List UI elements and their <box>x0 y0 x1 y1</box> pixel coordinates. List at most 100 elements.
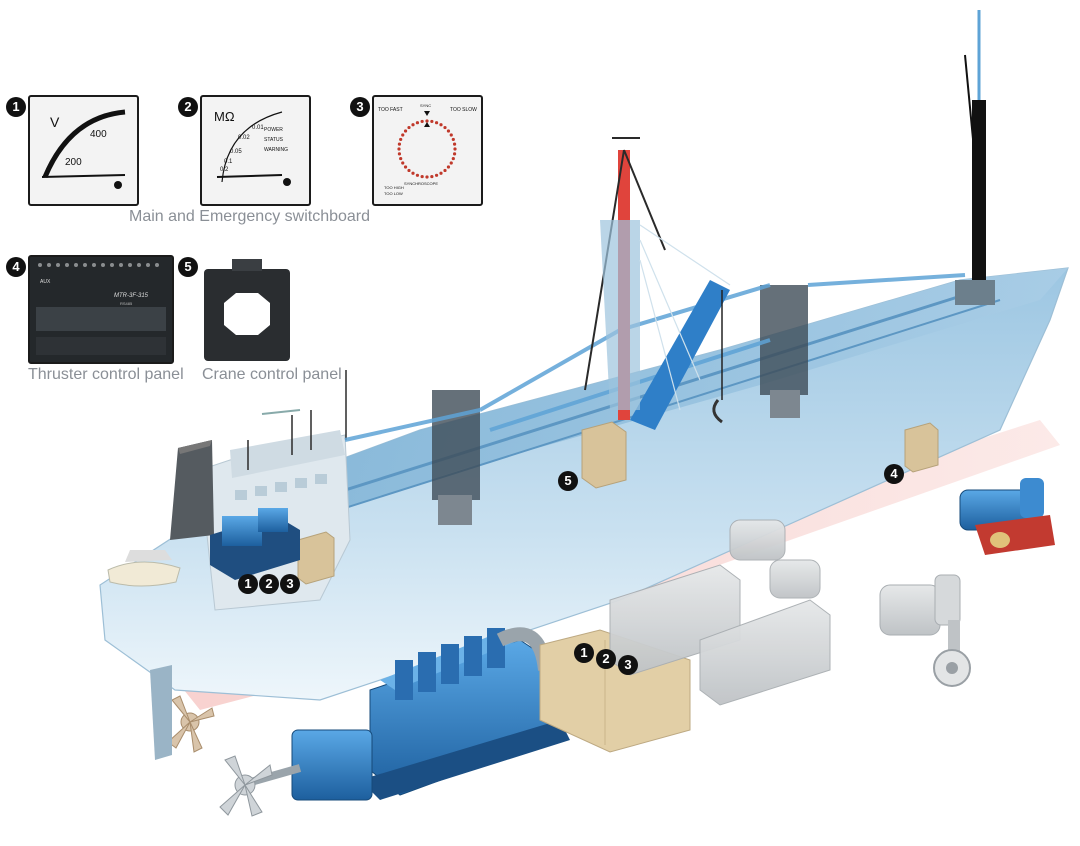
voltmeter-400: 400 <box>90 129 107 140</box>
voltmeter-unit: V <box>50 114 60 130</box>
synchroscope-led <box>415 173 420 177</box>
synchroscope-led <box>452 142 457 146</box>
thruster-module-panel: AUX MTR-3F-315 RS485 CE <box>28 255 174 364</box>
badge-4-bow: 4 <box>884 464 904 484</box>
funnel <box>170 440 214 540</box>
badge-3-panel: 3 <box>350 97 370 117</box>
synchroscope-led <box>439 123 443 127</box>
synchroscope-led <box>425 119 429 123</box>
svg-text:TOO SLOW: TOO SLOW <box>450 107 477 113</box>
voltmeter-panel: V 400 200 <box>28 95 139 206</box>
badge-3-bridge: 3 <box>280 574 300 594</box>
aux-generator-2 <box>699 559 831 706</box>
synchroscope-led <box>434 173 439 177</box>
synchroscope-led <box>430 119 434 124</box>
terminal-screw <box>146 263 150 267</box>
svg-text:TOO LOW: TOO LOW <box>384 191 403 196</box>
synchroscope-led <box>407 168 411 173</box>
tunnel-thruster <box>879 574 971 687</box>
terminal-screw <box>83 263 87 267</box>
synchroscope-led <box>449 161 453 165</box>
synchroscope-led <box>434 121 439 125</box>
badge-2-engine-room: 2 <box>596 649 616 669</box>
synchroscope-led <box>452 152 457 156</box>
terminal-screw <box>74 263 78 267</box>
megohmmeter-panel: MΩ 0.01 0.02 0.05 0.1 0.2 POWER STATUS W… <box>200 95 311 206</box>
svg-text:TOO HIGH: TOO HIGH <box>384 185 404 190</box>
synchroscope-led <box>401 133 405 137</box>
terminal-screw <box>92 263 96 267</box>
rudder <box>150 665 172 760</box>
terminal-screw <box>47 263 51 267</box>
megohm-unit: MΩ <box>214 109 235 124</box>
crane-jib <box>630 280 730 430</box>
terminal-screw <box>65 263 69 267</box>
svg-text:0.01: 0.01 <box>252 125 264 131</box>
synchroscope-led <box>397 152 402 156</box>
svg-text:0.02: 0.02 <box>238 135 250 141</box>
propeller-aft <box>167 695 215 753</box>
synchroscope-led <box>407 125 411 130</box>
badge-4-panel: 4 <box>6 257 26 277</box>
badge-2-panel: 2 <box>178 97 198 117</box>
synchroscope-led <box>453 147 457 151</box>
voltmeter-200: 200 <box>65 157 82 168</box>
synchroscope-led <box>420 119 424 124</box>
svg-text:SYNC: SYNC <box>420 103 431 108</box>
badge-1-bridge: 1 <box>238 574 258 594</box>
svg-text:STATUS: STATUS <box>264 137 284 143</box>
caption-main-emergency-switchboard: Main and Emergency switchboard <box>129 208 371 225</box>
synchroscope-led <box>425 175 429 179</box>
synchroscope-led <box>397 147 401 151</box>
terminal-screw <box>128 263 132 267</box>
synchroscope-led <box>443 168 447 173</box>
synchroscope-led <box>415 121 420 125</box>
crane-pillars <box>432 285 808 525</box>
synchroscope-led <box>403 165 408 169</box>
svg-text:MTR-3F-315: MTR-3F-315 <box>114 293 149 299</box>
badge-3-engine-room: 3 <box>618 655 638 675</box>
svg-text:0.05: 0.05 <box>230 149 242 155</box>
badge-5-crane: 5 <box>558 471 578 491</box>
synchroscope-led <box>399 137 403 142</box>
main-engine <box>360 627 570 800</box>
badge-1-panel: 1 <box>6 97 26 117</box>
svg-text:0.2: 0.2 <box>220 167 229 173</box>
synchroscope-led <box>439 171 443 175</box>
caption-thruster-control-panel: Thruster control panel <box>28 366 184 383</box>
synchroscope-led <box>451 137 455 142</box>
svg-text:WARNING: WARNING <box>264 147 288 153</box>
svg-text:SYNCHROSCOPE: SYNCHROSCOPE <box>404 181 438 186</box>
badge-5-panel: 5 <box>178 257 198 277</box>
lifeboat <box>107 561 181 587</box>
terminal-screw <box>101 263 105 267</box>
svg-text:TOO FAST: TOO FAST <box>378 107 403 113</box>
svg-text:RS485: RS485 <box>120 301 133 306</box>
caption-crane-control-panel: Crane control panel <box>202 366 342 383</box>
synchroscope-led <box>420 174 424 179</box>
fore-mast <box>972 100 986 280</box>
synchroscope-led <box>401 161 405 165</box>
synchroscope-led <box>446 129 451 133</box>
synchroscope-led <box>399 156 403 161</box>
badge-1-engine-room: 1 <box>574 643 594 663</box>
gearbox <box>291 729 373 801</box>
synchroscope-led <box>411 123 415 127</box>
terminal-screw <box>155 263 159 267</box>
synchroscope-led <box>403 129 408 133</box>
svg-text:0.1: 0.1 <box>224 159 233 165</box>
propeller-main <box>219 755 273 817</box>
synchroscope-led <box>430 174 434 179</box>
badge-2-bridge: 2 <box>259 574 279 594</box>
bow-thruster <box>959 478 1055 555</box>
synchroscope-led <box>397 142 402 146</box>
synchroscope-panel: TOO FAST TOO SLOW SYNC SYNCHROSCOPE TOO … <box>372 95 483 206</box>
current-transformer-panel <box>200 255 294 364</box>
svg-text:AUX: AUX <box>40 279 51 285</box>
synchroscope-led <box>449 133 453 137</box>
emergency-generator <box>210 508 300 580</box>
terminal-screw <box>38 263 42 267</box>
terminal-screw <box>56 263 60 267</box>
